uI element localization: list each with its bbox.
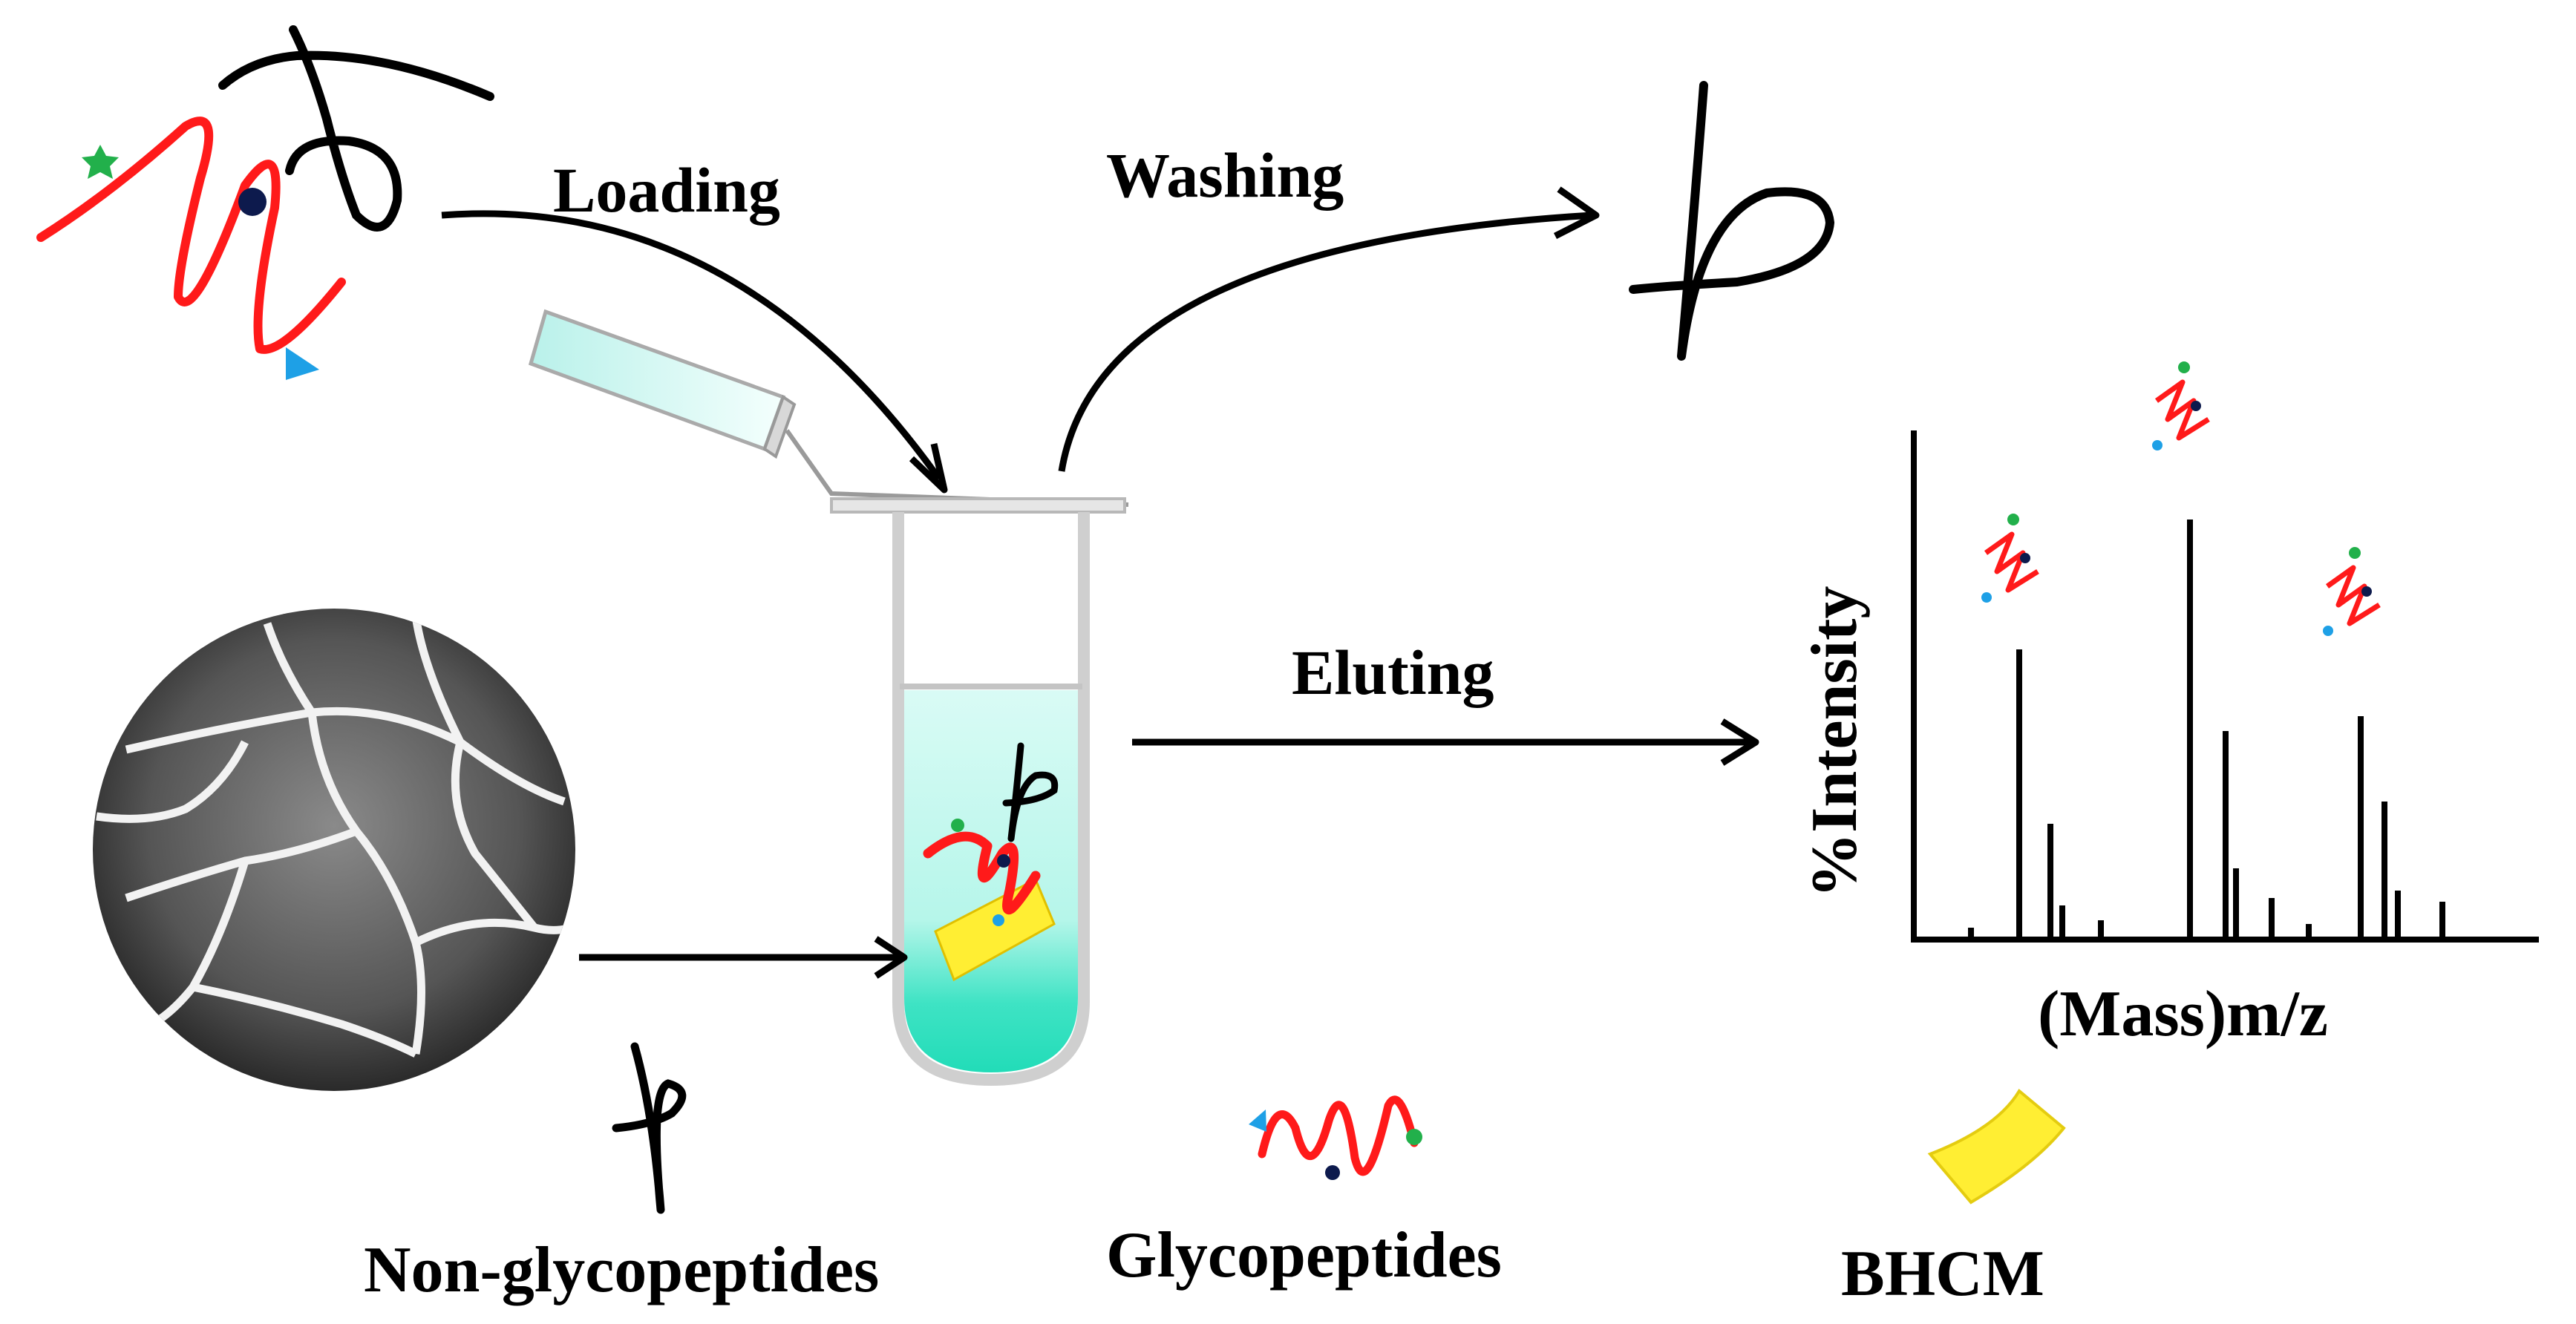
washing-arrow-icon (1058, 186, 1600, 472)
legend-glycopeptides-label: Glycopeptides (1106, 1219, 1502, 1291)
mass-spectrum-icon (1911, 361, 2539, 943)
legend-bhcm-label: BHCM (1841, 1238, 2044, 1310)
eluting-arrow-icon (1132, 718, 1759, 766)
sem-micrograph-icon (93, 609, 575, 1091)
legend-glycopeptide-icon (1249, 1095, 1422, 1180)
material-arrow-icon (579, 936, 908, 979)
spectrum-y-axis-label: %Intensity (1799, 586, 1871, 899)
legend-non-glycopeptides-label: Non-glycopeptides (364, 1234, 879, 1306)
eluting-label: Eluting (1292, 637, 1494, 708)
loading-label: Loading (553, 154, 780, 226)
legend-bhcm-icon (1927, 1088, 2066, 1205)
legend-non-glycopeptide-icon (612, 1042, 687, 1214)
washed-non-glycopeptide-icon (1629, 81, 1835, 361)
spectrum-x-axis-label: (Mass)m/z (2038, 978, 2328, 1050)
glycan-triangle-icon (286, 347, 319, 380)
sample-mixture-icon (36, 25, 494, 380)
microtube-icon (830, 497, 1126, 1087)
glycan-star-icon (82, 145, 119, 179)
pipette-tip-icon (528, 309, 1129, 507)
loading-arrow-icon (441, 210, 948, 494)
washing-label: Washing (1106, 140, 1344, 211)
glycan-dot-icon (238, 188, 267, 216)
